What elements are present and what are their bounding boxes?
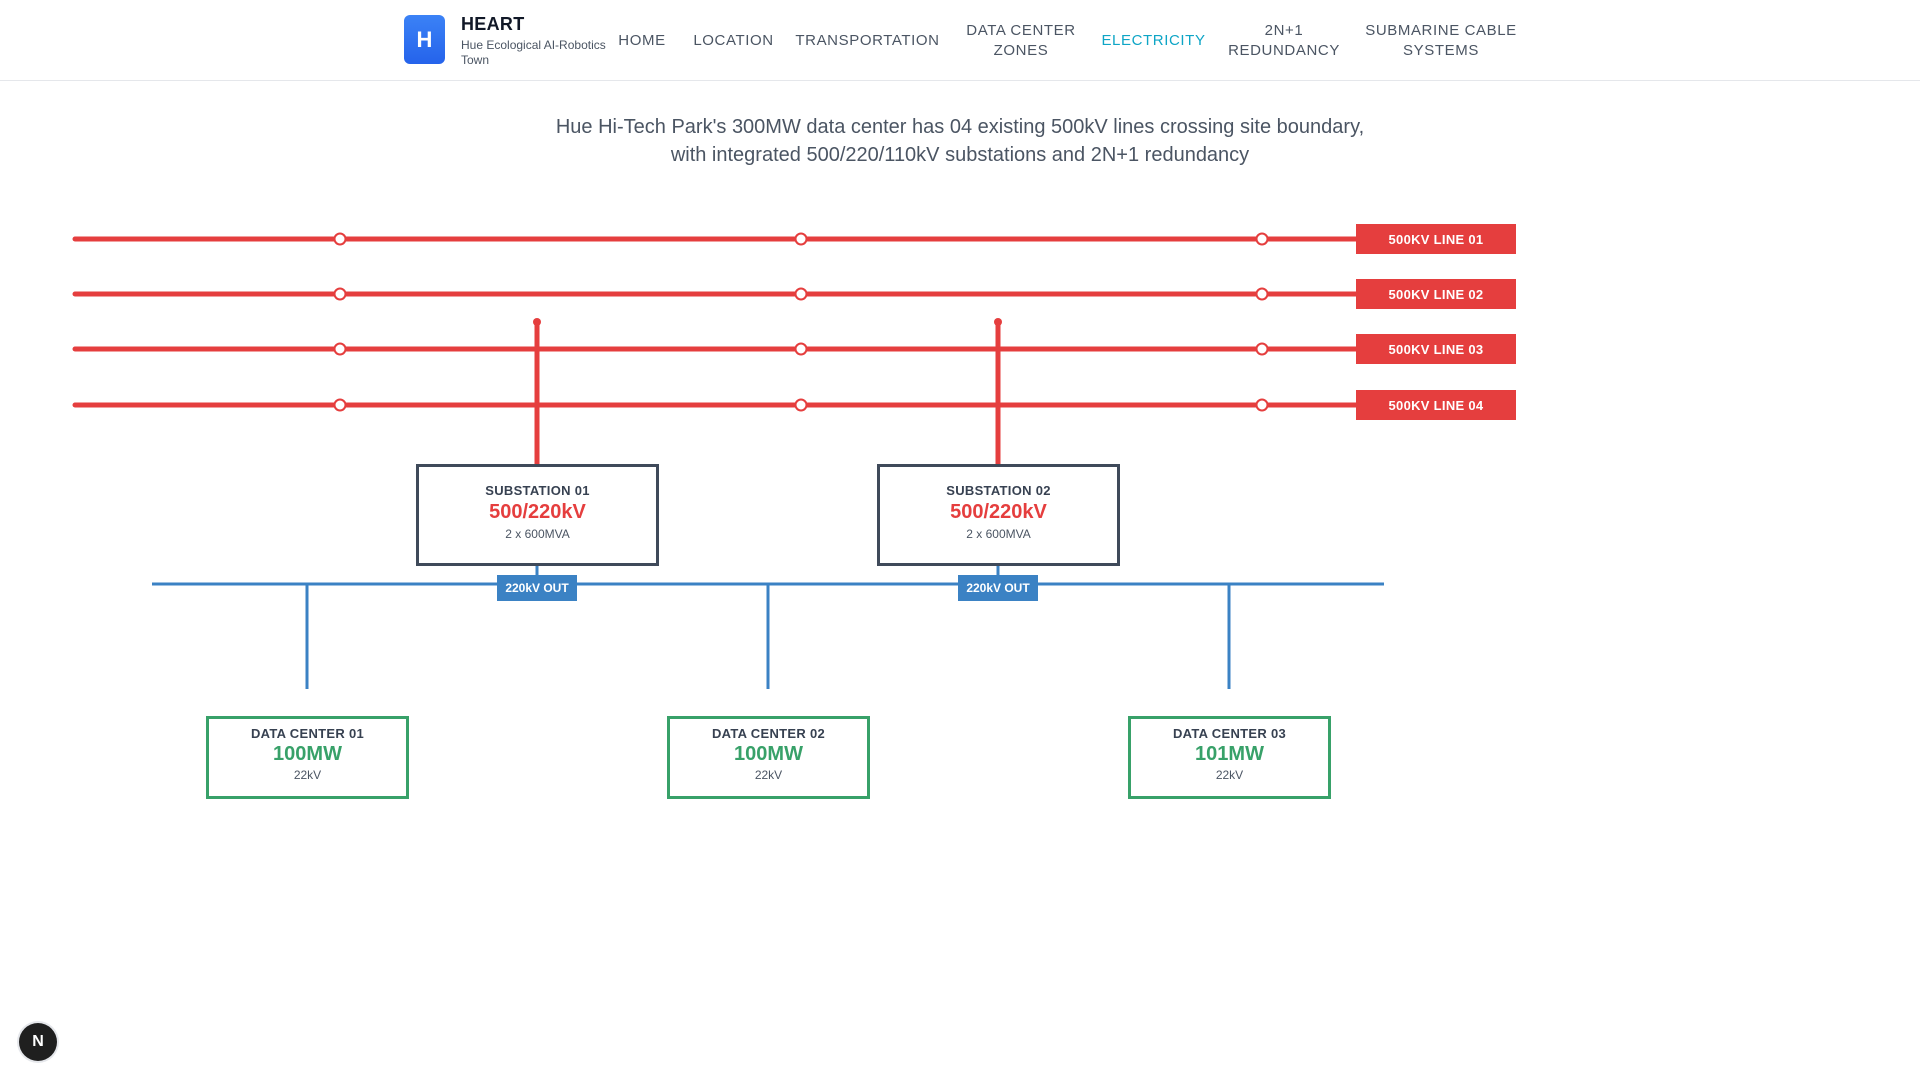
substation-name: SUBSTATION 01 <box>485 483 590 498</box>
data-center-03[interactable]: DATA CENTER 03 101MW 22kV <box>1128 716 1331 799</box>
bus-220kv <box>152 566 1384 586</box>
intro-line-2: with integrated 500/220/110kV substation… <box>670 144 1250 166</box>
data-center-02[interactable]: DATA CENTER 02 100MW 22kV <box>667 716 870 799</box>
data-center-voltage: 22kV <box>754 768 783 782</box>
data-center-voltage: 22kV <box>293 768 322 782</box>
intro-line-1: Hue Hi-Tech Park's 300MW data center has… <box>555 116 1365 138</box>
nav-data-center-zones[interactable]: DATA CENTER ZONES <box>966 21 1076 59</box>
tower-marker <box>333 398 347 412</box>
substation-voltage: 500/220kV <box>950 501 1047 523</box>
substation-02[interactable]: SUBSTATION 02 500/220kV 2 x 600MVA <box>877 464 1120 566</box>
brand-title[interactable]: HEART <box>461 14 525 34</box>
line-500kv-04-label[interactable]: 500KV LINE 04 <box>1356 390 1516 420</box>
nav-transportation[interactable]: TRANSPORTATION <box>795 31 940 49</box>
tower-marker <box>1255 398 1269 412</box>
data-center-name: DATA CENTER 02 <box>711 726 826 741</box>
substation-name: SUBSTATION 02 <box>946 483 1051 498</box>
data-center-name: DATA CENTER 03 <box>1172 726 1287 741</box>
electricity-intro: Hue Hi-Tech Park's 300MW data center has… <box>400 113 1520 169</box>
tower-marker <box>333 342 347 356</box>
nav-home[interactable]: HOME <box>618 31 666 49</box>
tower-marker <box>794 342 808 356</box>
nav-electricity[interactable]: ELECTRICITY <box>1101 31 1206 49</box>
data-center-01[interactable]: DATA CENTER 01 100MW 22kV <box>206 716 409 799</box>
line-500kv-01-label[interactable]: 500KV LINE 01 <box>1356 224 1516 254</box>
data-center-power: 100MW <box>734 743 803 765</box>
nav-location[interactable]: LOCATION <box>693 31 774 49</box>
substation-capacity: 2 x 600MVA <box>505 527 570 541</box>
tower-marker <box>333 287 347 301</box>
line-500kv-02-label[interactable]: 500KV LINE 02 <box>1356 279 1516 309</box>
data-center-power: 100MW <box>273 743 342 765</box>
substation-capacity: 2 x 600MVA <box>966 527 1031 541</box>
line-500kv-03-label[interactable]: 500KV LINE 03 <box>1356 334 1516 364</box>
tower-marker <box>1255 287 1269 301</box>
brand-subtitle: Hue Ecological AI-Robotics Town <box>461 38 606 67</box>
substation-voltage: 500/220kV <box>489 501 586 523</box>
nextjs-devtools-icon[interactable]: N <box>19 1023 57 1061</box>
tower-marker <box>794 232 808 246</box>
nav-submarine-cable-systems[interactable]: SUBMARINE CABLE SYSTEMS <box>1365 21 1517 59</box>
substation-01[interactable]: SUBSTATION 01 500/220kV 2 x 600MVA <box>416 464 659 566</box>
feeder-substation-01 <box>533 318 541 466</box>
tower-marker <box>794 398 808 412</box>
tower-marker <box>1255 342 1269 356</box>
tower-marker <box>1255 232 1269 246</box>
data-center-power: 101MW <box>1195 743 1264 765</box>
feeder-substation-02 <box>994 318 1002 466</box>
data-center-name: DATA CENTER 01 <box>250 726 365 741</box>
substation-02-output-tag: 220kV OUT <box>958 575 1038 601</box>
logo-icon[interactable]: H <box>404 15 445 64</box>
top-navigation-bar: H HEART Hue Ecological AI-Robotics Town … <box>0 0 1920 81</box>
substation-01-output-tag: 220kV OUT <box>497 575 577 601</box>
tower-markers <box>333 232 1269 412</box>
data-center-voltage: 22kV <box>1215 768 1244 782</box>
tower-marker <box>333 232 347 246</box>
nav-2n1-redundancy[interactable]: 2N+1 REDUNDANCY <box>1228 21 1340 59</box>
tower-marker <box>794 287 808 301</box>
